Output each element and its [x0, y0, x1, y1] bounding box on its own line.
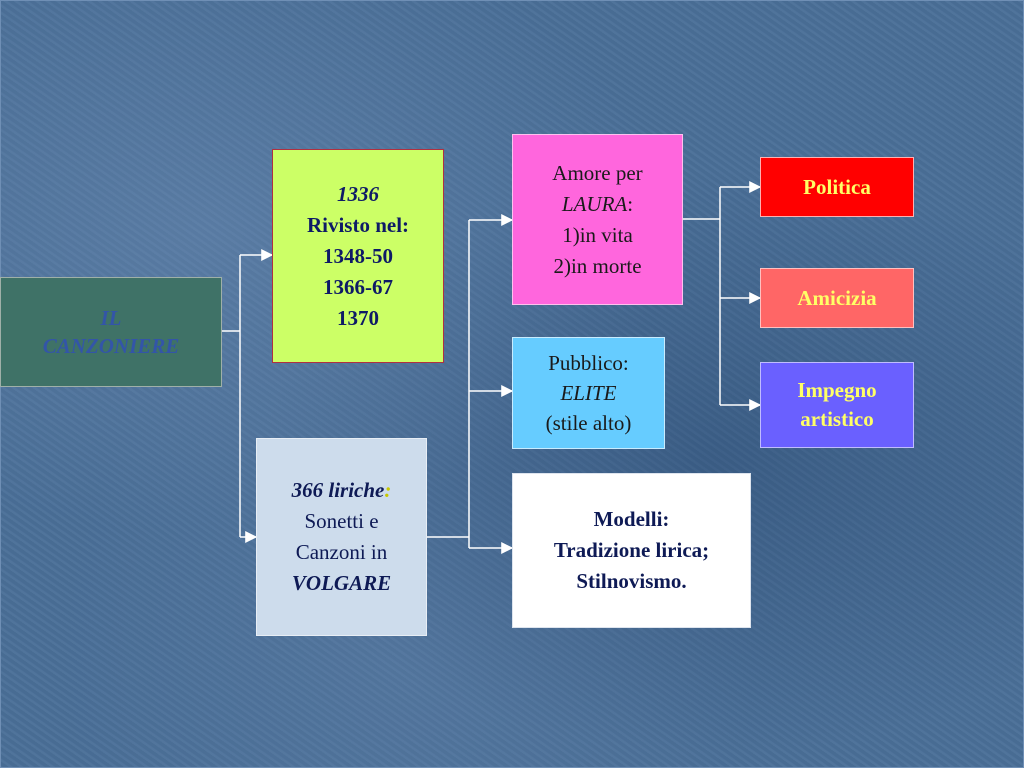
- love-item: 1)in vita: [562, 222, 633, 247]
- love-name-line: LAURA:: [562, 189, 633, 220]
- models-box: Modelli: Tradizione lirica; Stilnovismo.: [512, 473, 751, 628]
- love-line1: Amore per: [552, 160, 643, 185]
- models-line3: Stilnovismo.: [576, 569, 687, 593]
- date-item: 1370: [337, 305, 379, 330]
- models-label: Modelli:: [593, 507, 670, 531]
- date-revised-label: Rivisto nel:: [306, 212, 410, 237]
- lyrics-colon: :: [384, 478, 392, 502]
- theme-label-2: artistico: [800, 407, 874, 431]
- lyrics-line2: Sonetti e: [304, 509, 379, 533]
- root-line1: IL: [100, 306, 122, 330]
- date-item: 1366-67: [323, 274, 393, 299]
- theme-box-amicizia: Amicizia: [760, 268, 914, 328]
- theme-label: Impegno: [797, 378, 877, 402]
- love-name: LAURA: [561, 191, 628, 216]
- theme-label: Amicizia: [797, 285, 877, 310]
- love-item: 2)in morte: [553, 253, 642, 278]
- root-line2: CANZONIERE: [42, 334, 180, 358]
- theme-box-impegno: Impegno artistico: [760, 362, 914, 448]
- models-line2: Tradizione lirica;: [553, 538, 710, 562]
- audience-label: Pubblico:: [548, 351, 629, 375]
- lyrics-count-line: 366 liriche:: [292, 475, 392, 506]
- love-box: Amore per LAURA: 1)in vita 2)in morte: [512, 134, 683, 305]
- audience-style: (stile alto): [545, 411, 632, 435]
- lyrics-box: 366 liriche: Sonetti e Canzoni in VOLGAR…: [256, 438, 427, 636]
- date-box: 1336 Rivisto nel: 1348-50 1366-67 1370: [272, 149, 444, 363]
- theme-label: Politica: [803, 174, 871, 199]
- audience-box: Pubblico: ELITE (stile alto): [512, 337, 665, 449]
- theme-box-politica: Politica: [760, 157, 914, 217]
- love-colon: :: [627, 191, 634, 216]
- lyrics-count: 366 liriche: [291, 478, 385, 502]
- audience-elite: ELITE: [560, 381, 617, 405]
- root-box-canzoniere: IL CANZONIERE: [0, 277, 222, 387]
- lyrics-line3: Canzoni in: [295, 540, 388, 564]
- date-item: 1348-50: [323, 243, 393, 268]
- date-year: 1336: [337, 181, 379, 206]
- lyrics-language: VOLGARE: [291, 571, 392, 595]
